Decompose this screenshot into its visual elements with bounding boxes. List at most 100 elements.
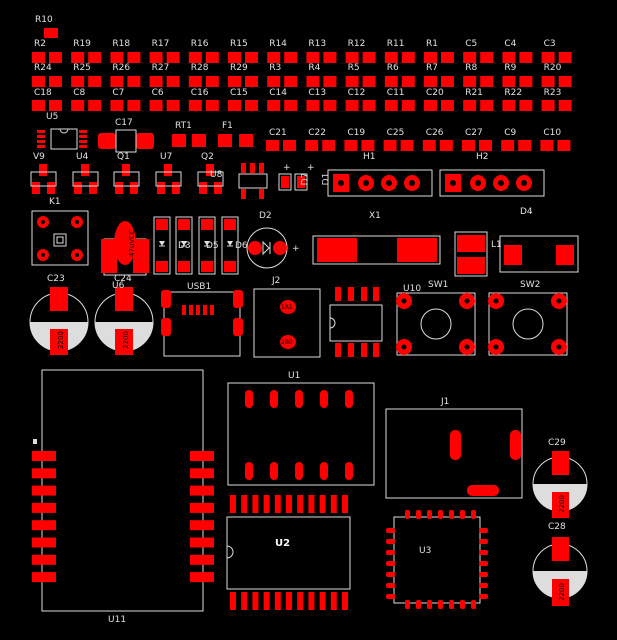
part-label: R1 bbox=[426, 39, 438, 49]
d2-footprint bbox=[246, 227, 288, 269]
u2-footprint bbox=[226, 495, 351, 610]
u8-footprint bbox=[238, 163, 268, 199]
pad bbox=[306, 52, 320, 63]
pad bbox=[166, 100, 180, 111]
part-label: C13 bbox=[308, 88, 327, 98]
pad bbox=[110, 76, 124, 87]
pad bbox=[558, 52, 572, 63]
pad bbox=[463, 52, 477, 63]
sw2-footprint bbox=[488, 292, 568, 356]
sw1-footprint bbox=[396, 292, 476, 356]
pad bbox=[441, 52, 454, 63]
pad bbox=[502, 52, 516, 63]
pad bbox=[540, 140, 554, 151]
pad bbox=[471, 600, 476, 609]
pad bbox=[164, 164, 172, 176]
pad bbox=[199, 182, 207, 194]
part-label: R17 bbox=[151, 39, 170, 49]
part-label: C20 bbox=[426, 88, 444, 98]
pad bbox=[205, 52, 219, 63]
pad bbox=[519, 76, 533, 87]
pad bbox=[149, 100, 163, 111]
pad bbox=[480, 100, 494, 111]
pad bbox=[401, 76, 415, 87]
pad bbox=[405, 510, 410, 519]
u1-footprint bbox=[227, 382, 375, 486]
pad bbox=[502, 76, 516, 87]
part-label: R15 bbox=[230, 39, 248, 49]
pad bbox=[319, 495, 326, 513]
pad bbox=[323, 52, 337, 63]
pad bbox=[479, 572, 488, 577]
part-label: C3 bbox=[543, 39, 556, 49]
pad bbox=[322, 140, 336, 151]
u10-footprint bbox=[329, 287, 383, 357]
part-label: C10 bbox=[543, 128, 562, 138]
pad bbox=[480, 52, 494, 63]
pad bbox=[88, 100, 102, 111]
cap-row4 bbox=[266, 140, 571, 151]
pad bbox=[518, 140, 532, 151]
pad bbox=[297, 592, 304, 610]
label-usb1: USB1 bbox=[187, 282, 212, 292]
pad bbox=[286, 495, 292, 513]
pad bbox=[479, 594, 488, 599]
pad bbox=[405, 600, 410, 609]
pad bbox=[460, 510, 465, 519]
pad bbox=[190, 451, 214, 461]
pad bbox=[206, 164, 214, 176]
part-label: C4 bbox=[504, 39, 517, 49]
part-label: R7 bbox=[426, 63, 438, 73]
pad bbox=[479, 539, 488, 544]
pad bbox=[479, 550, 488, 555]
pad bbox=[558, 76, 572, 87]
label-j2: J2 bbox=[272, 276, 281, 286]
plus-sign: + bbox=[307, 163, 315, 173]
pad bbox=[362, 100, 376, 111]
part-label: R21 bbox=[465, 88, 483, 98]
pad bbox=[245, 462, 253, 480]
pad bbox=[266, 140, 279, 151]
label-u5: U5 bbox=[46, 112, 59, 122]
label-x1: X1 bbox=[369, 211, 381, 221]
label-d2: D2 bbox=[259, 211, 272, 221]
pad bbox=[127, 52, 141, 63]
pad bbox=[245, 390, 253, 408]
part-label: R24 bbox=[34, 63, 52, 73]
label-u8: U8 bbox=[210, 170, 223, 180]
pad bbox=[438, 510, 443, 519]
pad bbox=[362, 76, 376, 87]
pad bbox=[519, 100, 533, 111]
label-d5: D5 bbox=[206, 241, 219, 251]
pad bbox=[190, 468, 214, 479]
pad bbox=[88, 76, 102, 87]
pad bbox=[172, 182, 180, 194]
pad bbox=[386, 550, 395, 555]
part-label: C18 bbox=[34, 88, 52, 98]
pad bbox=[384, 100, 398, 111]
pad bbox=[49, 100, 62, 111]
pad bbox=[342, 592, 348, 610]
pad bbox=[115, 182, 123, 194]
pad bbox=[252, 495, 259, 513]
part-label: R23 bbox=[543, 88, 562, 98]
label-q2: Q2 bbox=[201, 152, 214, 162]
pad bbox=[438, 600, 443, 609]
cap-pad-text: 2200 bbox=[557, 583, 566, 601]
d3b-footprint bbox=[175, 216, 193, 275]
label-c24: C24 bbox=[114, 274, 132, 284]
pad bbox=[71, 52, 85, 63]
pad bbox=[323, 100, 337, 111]
label-d3: D3 bbox=[178, 241, 191, 251]
pad bbox=[386, 594, 395, 599]
pad bbox=[274, 592, 281, 610]
pad bbox=[295, 390, 303, 408]
pad bbox=[479, 561, 488, 566]
pad bbox=[386, 539, 395, 544]
pad bbox=[157, 182, 165, 194]
pad bbox=[306, 76, 320, 87]
pad bbox=[384, 76, 398, 87]
pad bbox=[308, 592, 315, 610]
part-label: C16 bbox=[190, 88, 209, 98]
